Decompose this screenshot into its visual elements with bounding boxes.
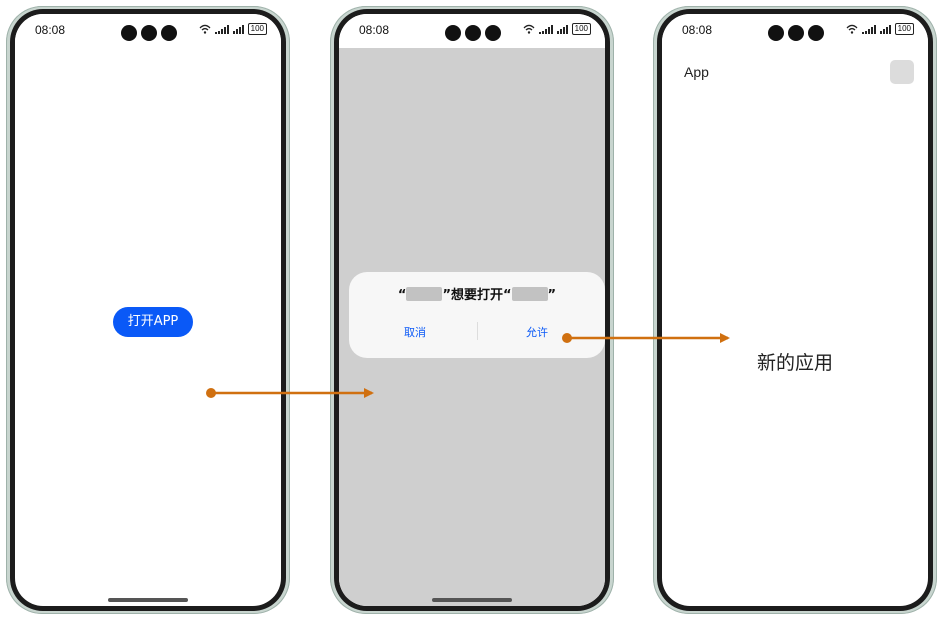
camera-icon	[768, 25, 784, 41]
camera-cutout	[768, 25, 824, 41]
status-icons: 100	[199, 23, 267, 35]
camera-icon	[808, 25, 824, 41]
signal-icon	[232, 24, 244, 34]
battery-icon: 100	[247, 23, 267, 35]
phone-frame-2: 08:08 100 “ ”想要打开“ ” 取消 允许	[330, 6, 614, 614]
new-app-text: 新的应用	[756, 352, 833, 374]
arrow-open-to-dialog	[206, 388, 374, 398]
open-app-dialog: “ ”想要打开“ ” 取消 允许	[349, 272, 605, 358]
camera-icon	[788, 25, 804, 41]
home-indicator[interactable]	[108, 598, 188, 602]
redacted-app-name	[511, 287, 548, 301]
signal-icon	[879, 24, 891, 34]
cancel-button[interactable]: 取消	[404, 326, 426, 339]
battery-icon: 100	[894, 23, 914, 35]
status-time: 08:08	[359, 23, 390, 37]
app-title: App	[684, 64, 709, 80]
dialog-divider	[477, 322, 478, 340]
status-icons: 100	[523, 23, 591, 35]
battery-icon: 100	[571, 23, 591, 35]
signal-icon	[538, 24, 553, 34]
dialog-title-middle: ”想要打开“	[442, 288, 512, 303]
status-time: 08:08	[682, 23, 713, 37]
camera-icon	[445, 25, 461, 41]
arrow-allow-to-new-app	[562, 333, 730, 343]
screen-2: 08:08 100 “ ”想要打开“ ” 取消 允许	[339, 14, 605, 606]
signal-icon	[556, 24, 568, 34]
phone-frame-3: 08:08 100 App 新的应用	[653, 6, 937, 614]
camera-icon	[485, 25, 501, 41]
home-indicator[interactable]	[432, 598, 512, 602]
wifi-icon	[523, 24, 535, 34]
redacted-app-name	[406, 287, 443, 301]
camera-cutout	[445, 25, 501, 41]
camera-icon	[161, 25, 177, 41]
dialog-title-prefix: “	[397, 288, 407, 303]
redacted-app-icon[interactable]	[890, 60, 914, 84]
allow-button[interactable]: 允许	[526, 326, 548, 339]
wifi-icon	[846, 24, 858, 34]
screen-3: 08:08 100 App 新的应用	[662, 14, 928, 606]
camera-icon	[465, 25, 481, 41]
phone-frame-1: 08:08 100 打开APP	[6, 6, 290, 614]
status-icons: 100	[846, 23, 914, 35]
status-bar: 08:08 100	[662, 14, 928, 48]
signal-icon	[861, 24, 876, 34]
status-time: 08:08	[35, 23, 66, 37]
open-app-button[interactable]: 打开APP	[113, 307, 193, 337]
screen-1: 08:08 100 打开APP	[15, 14, 281, 606]
dialog-title: “ ”想要打开“ ”	[349, 284, 605, 303]
signal-icon	[214, 24, 229, 34]
camera-cutout	[121, 25, 177, 41]
camera-icon	[141, 25, 157, 41]
status-bar: 08:08 100	[15, 14, 281, 48]
wifi-icon	[199, 24, 211, 34]
status-bar: 08:08 100	[339, 14, 605, 48]
camera-icon	[121, 25, 137, 41]
dialog-title-suffix: ”	[547, 288, 557, 303]
